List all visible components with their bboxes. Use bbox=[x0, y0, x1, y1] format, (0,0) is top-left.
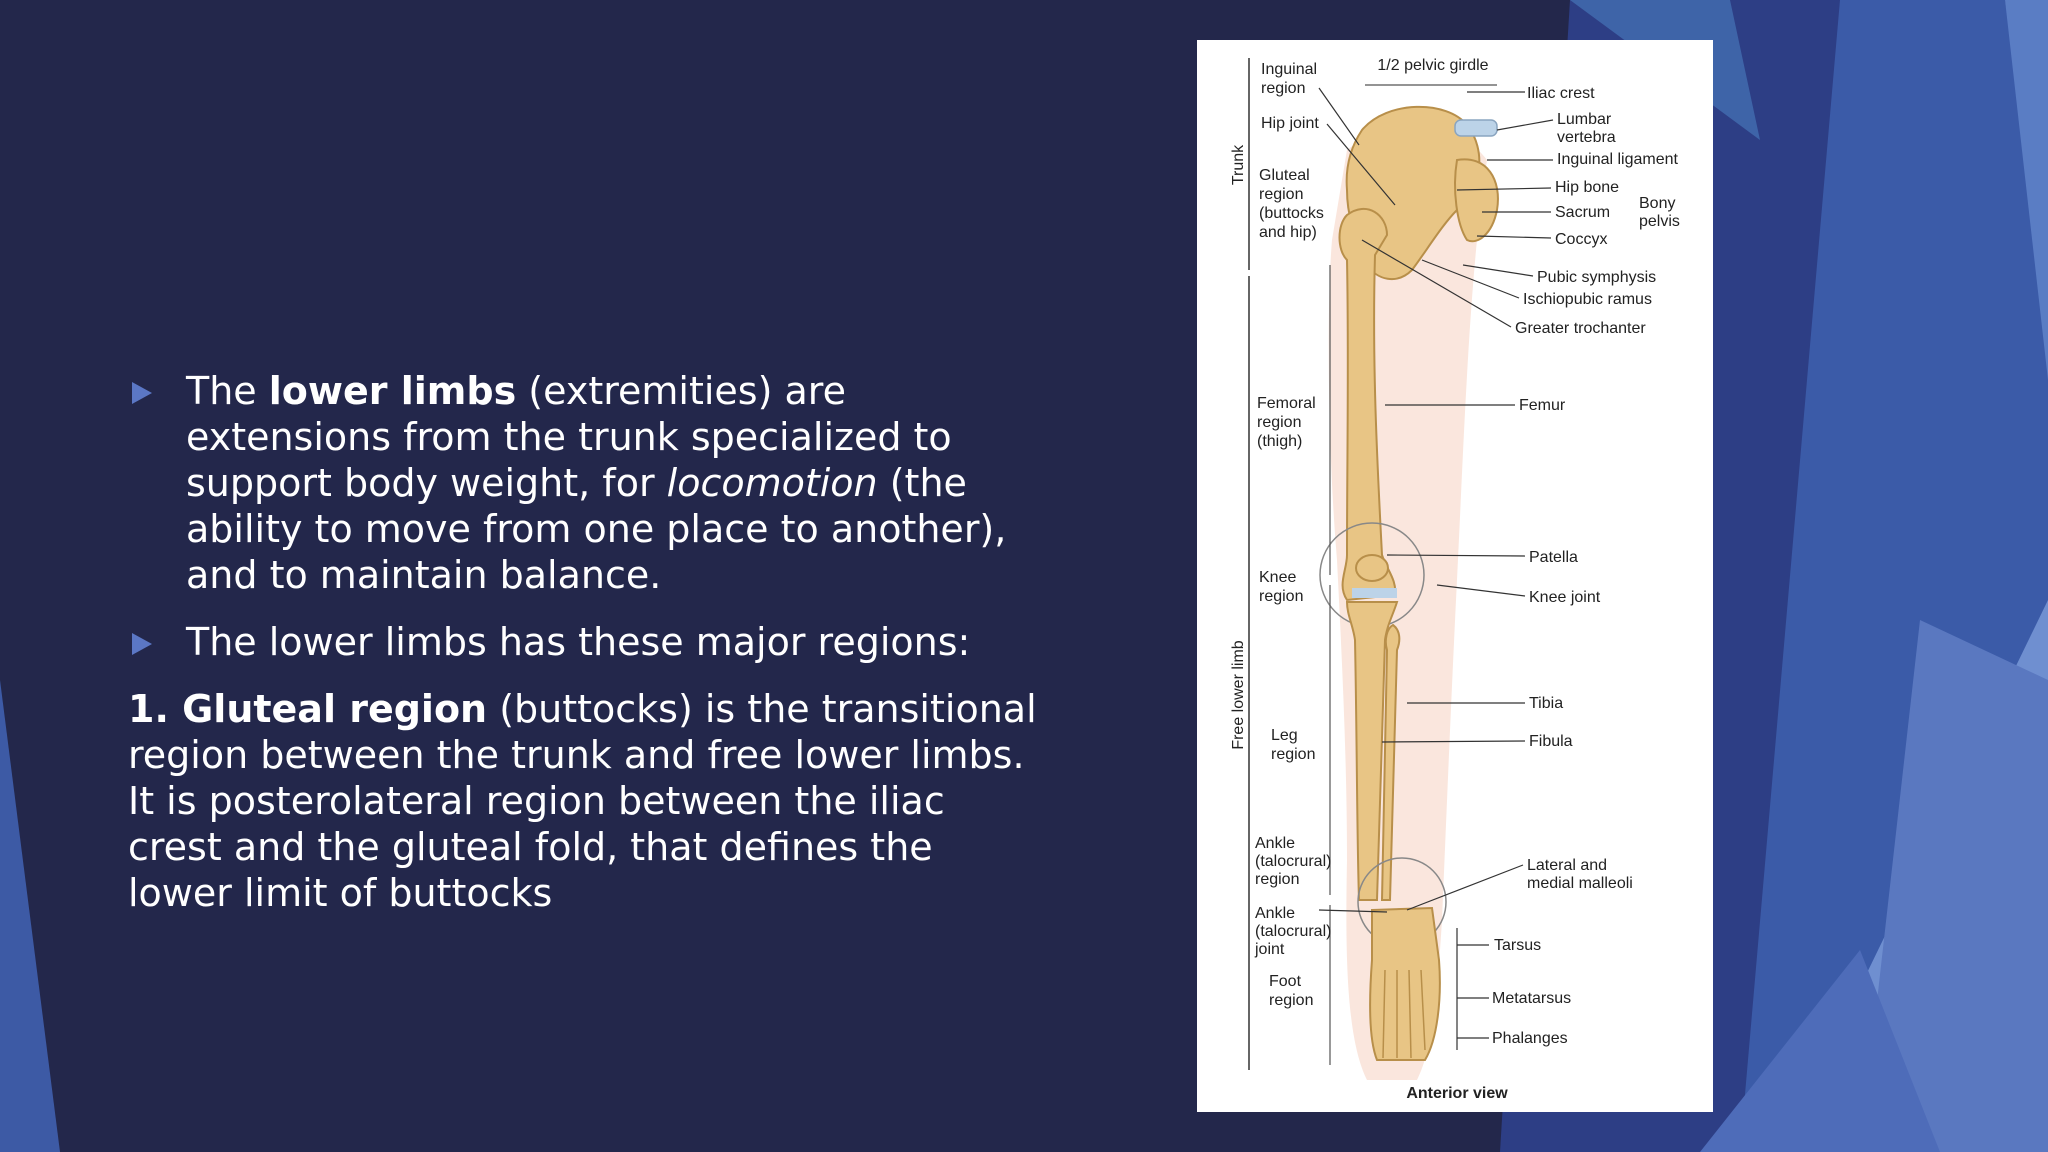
svg-text:(talocrural): (talocrural) bbox=[1255, 853, 1331, 870]
svg-text:Pubic symphysis: Pubic symphysis bbox=[1537, 269, 1656, 286]
bg-shape bbox=[1700, 950, 1940, 1152]
term-lower-limbs: lower limbs bbox=[268, 369, 517, 413]
trunk-label: Trunk bbox=[1230, 144, 1247, 185]
svg-text:Phalanges: Phalanges bbox=[1492, 1030, 1568, 1047]
svg-text:region: region bbox=[1259, 186, 1303, 203]
bullet-item: The lower limbs has these major regions: bbox=[128, 619, 1048, 665]
svg-text:Ischiopubic ramus: Ischiopubic ramus bbox=[1523, 291, 1652, 308]
svg-text:Knee: Knee bbox=[1259, 569, 1296, 586]
svg-text:Ankle: Ankle bbox=[1255, 835, 1295, 852]
patella-bone bbox=[1355, 554, 1389, 582]
svg-text:Fibula: Fibula bbox=[1529, 733, 1573, 750]
svg-text:Lumbar: Lumbar bbox=[1557, 111, 1612, 128]
svg-text:Knee joint: Knee joint bbox=[1529, 589, 1601, 606]
bullet-arrow-icon bbox=[132, 633, 152, 655]
lumbar-vertebra bbox=[1454, 119, 1498, 137]
svg-text:Patella: Patella bbox=[1529, 549, 1578, 566]
bg-shape bbox=[1860, 620, 2048, 1152]
knee-cartilage bbox=[1352, 588, 1397, 598]
svg-text:(talocrural): (talocrural) bbox=[1255, 923, 1331, 940]
svg-text:Metatarsus: Metatarsus bbox=[1492, 990, 1571, 1007]
svg-text:Hip joint: Hip joint bbox=[1261, 115, 1319, 132]
svg-text:Iliac crest: Iliac crest bbox=[1527, 85, 1595, 102]
svg-text:Ankle: Ankle bbox=[1255, 905, 1295, 922]
gluteal-heading: 1. Gluteal region bbox=[128, 687, 488, 731]
slide-text: The lower limbs (extremities) are extens… bbox=[128, 368, 1048, 916]
svg-text:medial malleoli: medial malleoli bbox=[1527, 875, 1633, 892]
right-labels: Iliac crest Lumbar vertebra Inguinal lig… bbox=[1492, 85, 1680, 1047]
svg-text:pelvis: pelvis bbox=[1639, 213, 1680, 230]
bullet-arrow-icon bbox=[132, 382, 152, 404]
toe-line bbox=[1408, 969, 1412, 1059]
svg-text:region: region bbox=[1271, 746, 1315, 763]
figure-caption: Anterior view bbox=[1406, 1085, 1508, 1102]
svg-text:Coccyx: Coccyx bbox=[1555, 231, 1607, 248]
left-labels: Inguinal region Hip joint Gluteal region… bbox=[1254, 61, 1331, 1009]
svg-text:vertebra: vertebra bbox=[1557, 129, 1616, 146]
svg-text:Femoral: Femoral bbox=[1257, 395, 1316, 412]
svg-text:region: region bbox=[1261, 80, 1305, 97]
term-locomotion: locomotion bbox=[666, 461, 878, 505]
svg-text:region: region bbox=[1255, 871, 1299, 888]
lower-limb-figure: Trunk Free lower limb 1/2 pelvic girdle … bbox=[1197, 40, 1713, 1112]
svg-text:Inguinal ligament: Inguinal ligament bbox=[1557, 151, 1679, 168]
svg-text:Greater trochanter: Greater trochanter bbox=[1515, 320, 1646, 337]
svg-text:Inguinal: Inguinal bbox=[1261, 61, 1317, 78]
svg-text:region: region bbox=[1257, 414, 1301, 431]
svg-text:region: region bbox=[1259, 588, 1303, 605]
svg-text:(thigh): (thigh) bbox=[1257, 433, 1302, 450]
svg-text:Tibia: Tibia bbox=[1529, 695, 1563, 712]
svg-text:Foot: Foot bbox=[1269, 973, 1302, 990]
pelvic-girdle-label: 1/2 pelvic girdle bbox=[1377, 57, 1488, 74]
leader-lines bbox=[1318, 87, 1554, 1050]
svg-text:Femur: Femur bbox=[1519, 397, 1566, 414]
toe-line bbox=[1382, 969, 1386, 1059]
svg-text:Gluteal: Gluteal bbox=[1259, 167, 1310, 184]
free-lower-limb-label: Free lower limb bbox=[1230, 640, 1247, 749]
svg-text:Tarsus: Tarsus bbox=[1494, 937, 1541, 954]
svg-text:Hip bone: Hip bone bbox=[1555, 179, 1619, 196]
svg-text:and hip): and hip) bbox=[1259, 224, 1317, 241]
gluteal-paragraph: 1. Gluteal region (buttocks) is the tran… bbox=[128, 687, 1037, 915]
toe-line bbox=[1420, 969, 1426, 1051]
anatomy-diagram: Trunk Free lower limb 1/2 pelvic girdle … bbox=[1230, 57, 1680, 1102]
bg-shape bbox=[2005, 0, 2048, 380]
svg-text:Leg: Leg bbox=[1271, 727, 1298, 744]
svg-text:Bony: Bony bbox=[1639, 195, 1675, 212]
bullet-item: The lower limbs (extremities) are extens… bbox=[128, 368, 1048, 598]
svg-text:joint: joint bbox=[1254, 941, 1285, 958]
foot-bones bbox=[1369, 906, 1441, 1061]
svg-text:(buttocks: (buttocks bbox=[1259, 205, 1324, 222]
sacrum-bone bbox=[1454, 158, 1499, 243]
bg-shape bbox=[0, 680, 60, 1152]
svg-text:Lateral and: Lateral and bbox=[1527, 857, 1607, 874]
svg-text:region: region bbox=[1269, 992, 1313, 1009]
fibula-bone bbox=[1380, 623, 1401, 901]
svg-text:Sacrum: Sacrum bbox=[1555, 204, 1610, 221]
